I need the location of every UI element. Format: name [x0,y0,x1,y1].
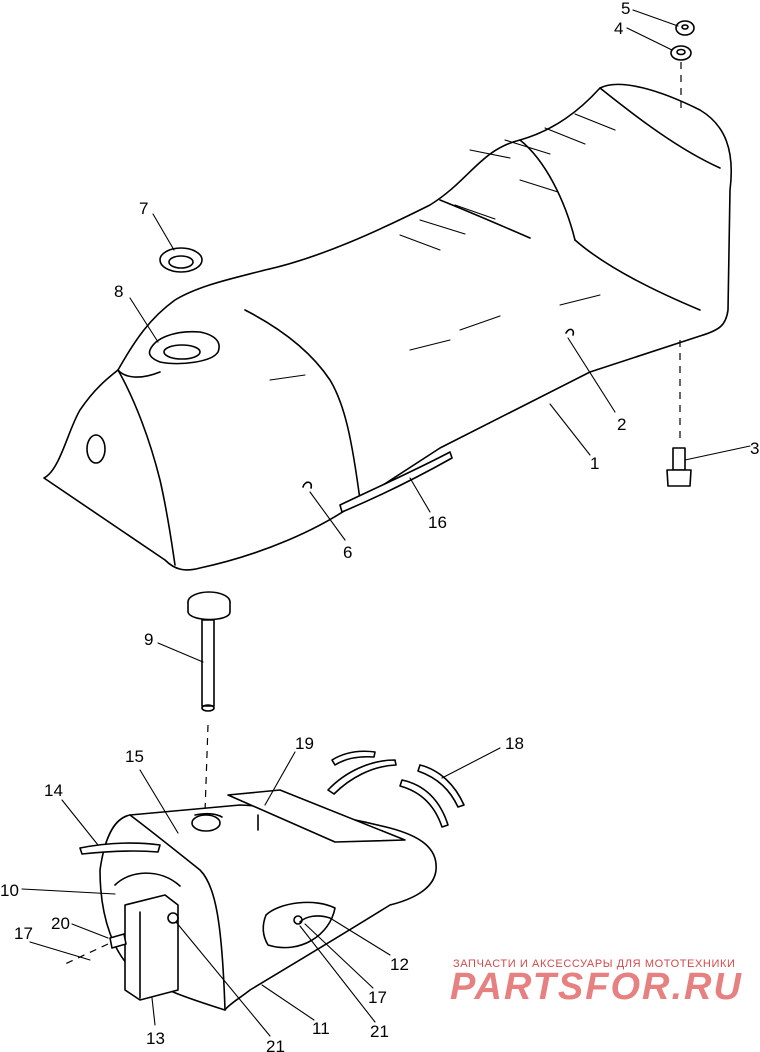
callout-1: 1 [590,454,599,473]
callout-7: 7 [139,199,148,218]
nut-and-washer [670,20,695,110]
callout-21-left: 21 [266,1037,285,1052]
callout-8: 8 [114,282,123,301]
callout-18: 18 [505,734,524,753]
callout-4: 4 [614,19,623,38]
retaining-straps [327,750,465,828]
watermark-logo: PARTSFOR.RU [450,966,743,1008]
grommet-ring [159,247,203,273]
watermark-tagline: ЗАПЧАСТИ И АКСЕССУАРЫ ДЛЯ МОТОТЕХНИКИ [453,958,736,970]
callout-5: 5 [621,0,630,18]
fuel-cap-gauge [187,591,231,813]
callout-14: 14 [44,781,63,800]
callout-3: 3 [750,439,759,458]
callout-20: 20 [51,914,70,933]
callout-9: 9 [144,630,153,649]
callout-12: 12 [390,955,409,974]
callout-11: 11 [312,1019,330,1038]
callout-2: 2 [617,415,626,434]
bolt [666,340,692,487]
heat-shield-plate [227,789,406,843]
callout-10: 10 [0,881,19,900]
callout-15: 15 [125,747,144,766]
callout-13: 13 [146,1029,165,1048]
seat-assembly [43,83,732,571]
callout-21-right: 21 [370,1022,389,1041]
leader-lines [21,9,751,1037]
callout-17-left: 17 [14,924,33,943]
callout-19: 19 [295,734,314,753]
callout-6: 6 [343,543,352,562]
foam-strip [79,842,161,855]
callout-16: 16 [428,513,447,532]
callout-17-right: 17 [368,988,387,1007]
